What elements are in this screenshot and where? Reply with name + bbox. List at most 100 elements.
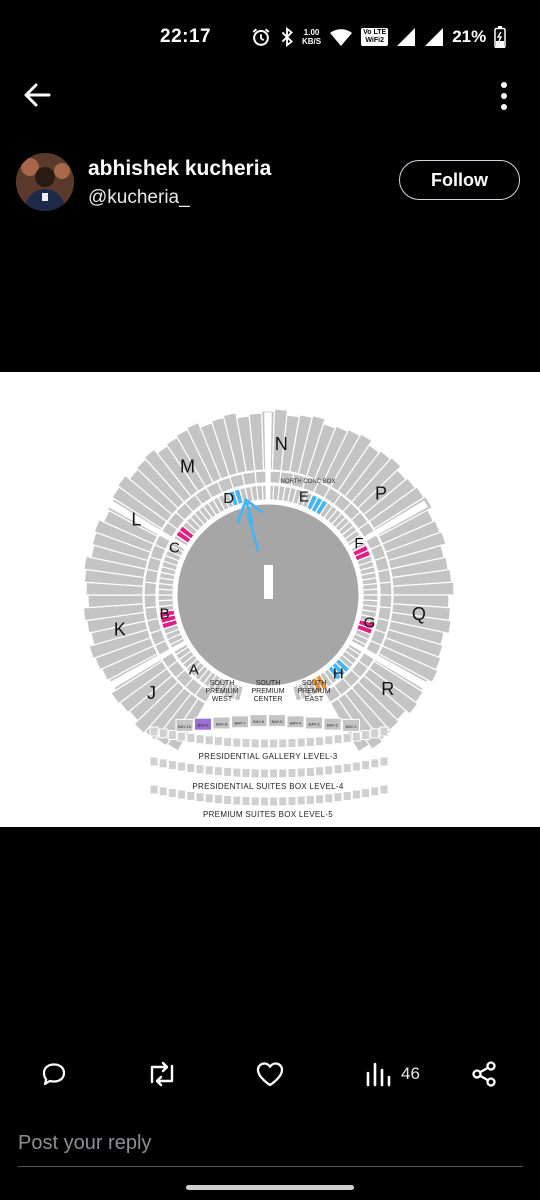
views-chart-icon: [366, 1062, 391, 1087]
status-time: 22:17: [160, 26, 212, 47]
author-name[interactable]: abhishek kucheria: [88, 157, 272, 180]
more-options-button[interactable]: [492, 80, 516, 112]
level-seat-box: [167, 788, 177, 799]
level-seat-box: [177, 761, 187, 772]
stand-label-a: A: [189, 661, 199, 678]
pitch-strip: [264, 565, 273, 599]
level-seat-box: [333, 792, 343, 803]
home-indicator[interactable]: [186, 1185, 354, 1190]
alarm-icon: [252, 28, 270, 46]
level-seat-box: [287, 738, 297, 749]
stand-label-r: R: [381, 679, 394, 699]
level-label: PREMIUM SUITES BOX LEVEL-5: [203, 810, 333, 819]
share-button[interactable]: [470, 1060, 498, 1088]
bay-label: BAY-10: [178, 724, 192, 729]
level-seat-box: [241, 796, 251, 807]
level-seat-box: [269, 796, 279, 807]
mid-seat-block: [378, 581, 393, 596]
avatar-image: [16, 153, 74, 211]
level-seat-box: [315, 766, 325, 777]
level-seat-box: [149, 756, 159, 767]
bluetooth-icon: [281, 26, 293, 48]
level-seat-box: [186, 762, 196, 773]
stand-label-n: N: [275, 434, 288, 454]
level-seat-box: [204, 735, 214, 746]
bay-block: [231, 715, 249, 729]
aisle-gap: [348, 500, 428, 550]
reply-box: [18, 1126, 523, 1167]
level-seat-box: [296, 767, 306, 778]
back-button[interactable]: [22, 80, 58, 112]
aisle-gap: [108, 500, 188, 550]
level-seat-box: [149, 784, 159, 795]
mid-seat-block: [241, 471, 257, 487]
level-seat-box: [241, 738, 251, 749]
level-seat-box: [177, 731, 187, 742]
heart-icon: [256, 1062, 284, 1087]
level-label: PRESIDENTIAL SUITES BOX LEVEL-4: [192, 782, 344, 791]
level-seat-box: [223, 794, 233, 805]
more-vertical-icon: [501, 82, 507, 110]
bay-label: BAY-1: [346, 724, 358, 729]
views-button[interactable]: 46: [365, 1060, 420, 1088]
views-count: 46: [401, 1064, 420, 1083]
bay-block: [323, 717, 342, 731]
level-seat-box: [379, 756, 389, 767]
level-label: PRESIDENTIAL GALLERY LEVEL-3: [199, 752, 338, 761]
level-seat-box: [315, 794, 325, 805]
bay-block: [305, 716, 323, 730]
south-block-label: CENTER: [254, 696, 283, 703]
stand-label-p: P: [375, 484, 387, 504]
level-seat-box: [342, 790, 352, 801]
level-seat-box: [149, 726, 159, 737]
status-icons: 1.00 KB/S Vo LTE WiFi2 21%: [250, 24, 506, 50]
like-button[interactable]: [255, 1060, 285, 1088]
level-seat-box: [269, 738, 279, 749]
stand-label-f: F: [354, 535, 363, 552]
reply-button[interactable]: [40, 1060, 68, 1088]
level-seat-box: [232, 795, 242, 806]
aisle-gap: [348, 640, 428, 690]
level-seat-box: [250, 738, 260, 749]
stand-label-c: C: [169, 540, 180, 557]
mid-seat-block: [143, 581, 158, 596]
south-block-label: EAST: [305, 696, 324, 703]
follow-button[interactable]: Follow: [399, 160, 520, 200]
level-seat-box: [379, 784, 389, 795]
reply-input[interactable]: [18, 1126, 523, 1160]
level-seat-box: [158, 758, 168, 769]
stand-label-k: K: [114, 619, 126, 639]
bay-block: [268, 714, 286, 728]
repost-button[interactable]: [146, 1060, 178, 1088]
level-seat-box: [351, 731, 361, 742]
avatar[interactable]: [16, 153, 74, 211]
cell-signal-icon: [397, 28, 416, 46]
bay-label: BAY-8: [216, 722, 228, 727]
level-seat-box: [305, 766, 315, 777]
bay-block: [175, 718, 194, 732]
stand-label-l: L: [131, 509, 141, 529]
bay-label: BAY-7: [235, 720, 247, 725]
level-seat-box: [259, 738, 269, 749]
author-handle[interactable]: @kucheria_: [88, 187, 190, 208]
south-block-label: PREMIUM: [251, 688, 284, 695]
level-seat-box: [223, 766, 233, 777]
repost-icon: [150, 1061, 174, 1087]
level-seat-box: [287, 796, 297, 807]
level-seat-box: [351, 789, 361, 800]
mid-seat-block: [143, 594, 158, 609]
level-seat-box: [186, 732, 196, 743]
cell-signal-icon-2: [425, 28, 444, 46]
stand-label-e: E: [299, 489, 309, 506]
level-seat-box: [204, 793, 214, 804]
arrow-left-icon: [24, 83, 51, 107]
level-seat-box: [223, 736, 233, 747]
stand-label-h: H: [333, 665, 344, 682]
status-bar: 22:17 1.00 KB/S Vo LTE WiFi2 21%: [0, 0, 540, 72]
level-seat-box: [296, 795, 306, 806]
annotation-arrow: [236, 497, 264, 552]
level-seat-box: [232, 767, 242, 778]
volte-wifi-badge: Vo LTE WiFi2: [361, 28, 389, 46]
